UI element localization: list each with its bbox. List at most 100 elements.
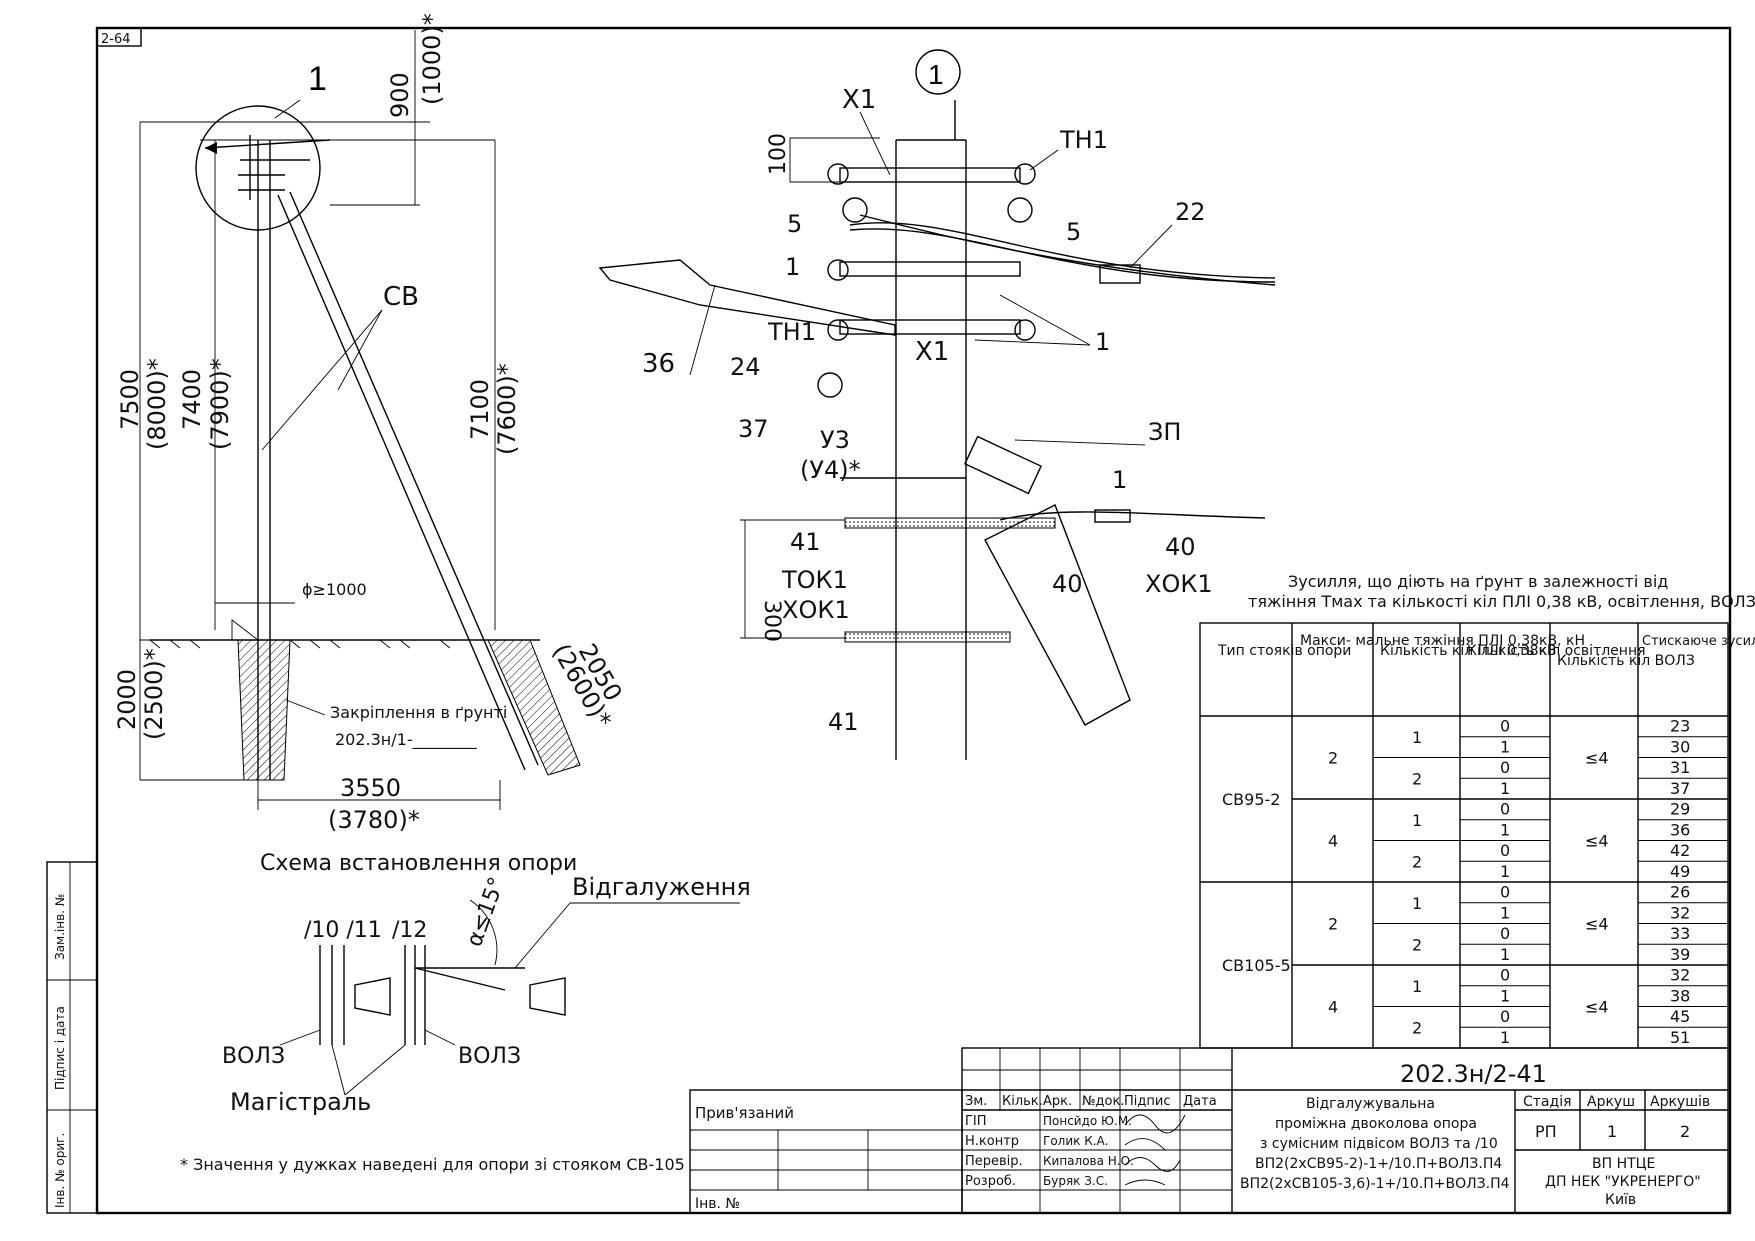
cell-vols: ≤4 (1585, 915, 1609, 934)
desc-line-3: з сумісним підвісом ВОЛЗ та /10 (1260, 1136, 1498, 1152)
zp: ЗП (1148, 418, 1181, 446)
label-angle: α≤15° (462, 874, 510, 950)
col-kilk: Кільк. (1002, 1094, 1043, 1109)
cell-circuits: 2 (1412, 769, 1422, 788)
table-body: СВ95-22101≤4233020131374101≤429362014249… (1222, 717, 1690, 1047)
cell-force: 29 (1670, 800, 1690, 819)
insulator-left (354, 977, 391, 1016)
doc-number: 202.3н/2-41 (1400, 1060, 1547, 1088)
cell-lighting: 1 (1500, 986, 1510, 1005)
cell-force: 30 (1670, 737, 1690, 756)
dim-1000: (1000)* (418, 13, 446, 105)
cell-tension: 2 (1328, 915, 1338, 934)
desc-line-4: ВП2(2хСВ95-2)-1+/10.П+ВОЛЗ.П4 (1255, 1156, 1502, 1172)
fixing-ref: 202.3н/1-________ (335, 730, 478, 750)
u4: (У4)* (800, 456, 861, 484)
header-circuits: Кількість кіл ПЛІ 0,38кВ (1380, 643, 1557, 659)
cell-force: 39 (1670, 945, 1690, 964)
cell-lighting: 0 (1500, 924, 1510, 943)
cell-lighting: 1 (1500, 945, 1510, 964)
role-nkontr: Н.контр (965, 1134, 1019, 1149)
cell-force: 38 (1670, 986, 1690, 1005)
role-rozrob: Розроб. (965, 1174, 1016, 1189)
header-lighting: Кількість кіл освітлення (1467, 643, 1646, 659)
cell-force: 33 (1670, 924, 1690, 943)
org-3: Київ (1605, 1192, 1636, 1208)
cell-circuits: 1 (1412, 977, 1422, 996)
dim-2500: (2500)* (140, 648, 168, 740)
cell-force: 32 (1670, 966, 1690, 985)
label-branch: Відгалуження (572, 873, 751, 901)
cell-force: 26 (1670, 883, 1690, 902)
n22: 22 (1175, 198, 1206, 226)
name-gip: Понсйдо Ю.М. (1043, 1114, 1132, 1128)
header-type: Тип стояків опори (1217, 643, 1351, 659)
cell-lighting: 0 (1500, 883, 1510, 902)
n40-mid: 40 (1052, 570, 1083, 598)
n1-lower: 1 (1112, 466, 1127, 494)
name-rozrob: Буряк З.С. (1043, 1174, 1108, 1188)
title-block: 202.3н/2-41 Прив'язаний Інв. № Зм. Кільк… (689, 1047, 1729, 1214)
detail-strut (984, 504, 1131, 726)
name-nkontr: Голик К.А. (1043, 1134, 1109, 1148)
detail-callout-circle (915, 49, 961, 95)
cell-type: СВ105-5 (1222, 956, 1291, 975)
cell-lighting: 1 (1500, 737, 1510, 756)
col-signature: Підпис (1124, 1094, 1170, 1109)
cell-type: СВ95-2 (1222, 790, 1280, 809)
dim-7100: 7100 (466, 379, 494, 440)
insulator-right (529, 977, 566, 1016)
left-strip: Зам.інв. № Підпис і дата Інв. № ориг. (46, 861, 98, 1214)
dim-7900: (7900)* (206, 358, 234, 450)
dim-100: 100 (766, 133, 791, 175)
n1-right: 1 (1095, 328, 1110, 356)
label-l2: /12 (392, 918, 427, 943)
n5-left: 5 (787, 210, 802, 238)
desc-line-2: проміжна двоколова опора (1275, 1116, 1477, 1132)
dim-3780: (3780)* (328, 806, 420, 834)
fixing-label: Закріплення в ґрунті (330, 703, 507, 722)
dim-phi: ϕ≥1000 (302, 580, 367, 599)
col-date: Дата (1183, 1094, 1217, 1109)
cell-force: 45 (1670, 1007, 1690, 1026)
label-main: Магістраль (230, 1088, 371, 1116)
header-tension: Макси- мальне тяжіння ПЛІ 0,38кВ, кН (1300, 633, 1585, 649)
n5-right: 5 (1066, 218, 1081, 246)
label-vols-right: ВОЛЗ (458, 1044, 521, 1069)
col-ndok: №док. (1082, 1094, 1124, 1109)
installation-diagram: 1 900 (1000)* 7500 (8000)* 7400 (7900)* … (113, 13, 628, 876)
dim-900: 900 (386, 72, 414, 118)
role-perevir: Перевір. (965, 1154, 1023, 1169)
col-ark: Арк. (1043, 1094, 1072, 1109)
dim-8000: (8000)* (143, 358, 171, 450)
sheet-code-box (96, 27, 142, 47)
cell-force: 42 (1670, 841, 1690, 860)
sheet-value: 1 (1607, 1122, 1617, 1141)
cell-force: 51 (1670, 1028, 1690, 1047)
sheet-frame (95, 26, 1732, 1215)
cell-tension: 4 (1328, 998, 1338, 1017)
table-title-1: Зусилля, що діють на ґрунт в залежності … (1288, 572, 1668, 591)
org-1: ВП НТЦЕ (1592, 1156, 1655, 1172)
table-title-2: тяжіння Тмах та кількості кіл ПЛІ 0,38 к… (1248, 592, 1755, 611)
strut-pole (277, 194, 526, 771)
table-headers: Тип стояків опори Макси- мальне тяжіння … (1217, 633, 1755, 669)
cell-lighting: 1 (1500, 820, 1510, 839)
n37: 37 (738, 415, 769, 443)
cell-lighting: 0 (1500, 800, 1510, 819)
org-2: ДП НЕК "УКРЕНЕРГО" (1545, 1174, 1701, 1190)
strut-foundation (487, 639, 581, 776)
cell-lighting: 1 (1500, 862, 1510, 881)
label-vols-left: ВОЛЗ (222, 1044, 285, 1069)
dim-3550: 3550 (340, 774, 401, 802)
cell-lighting: 0 (1500, 1007, 1510, 1026)
cell-tension: 2 (1328, 749, 1338, 768)
detail-view: 1 (598, 49, 1276, 760)
tok1: ТОК1 (781, 566, 848, 594)
col-zm: Зм. (965, 1094, 987, 1109)
dim-2000: 2000 (113, 669, 141, 730)
cell-vols: ≤4 (1585, 832, 1609, 851)
n36: 36 (642, 349, 675, 379)
lamp-bracket (598, 259, 896, 336)
detail-callout-left: 1 (308, 60, 327, 98)
